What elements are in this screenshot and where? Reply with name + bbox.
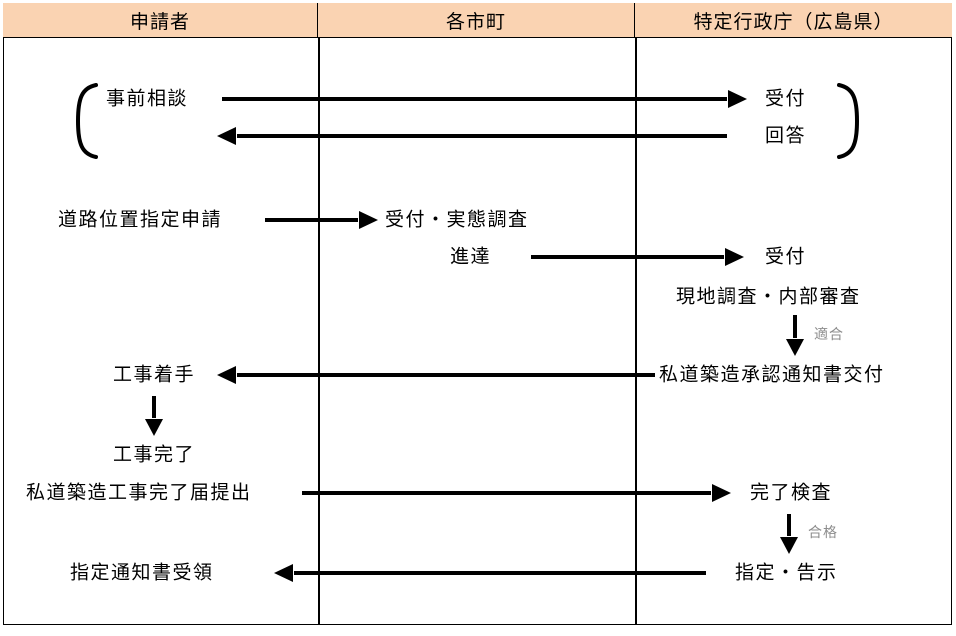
node-designation-announcement: 指定・告示 [735, 561, 838, 584]
arrow-pre-consult-to-reception [222, 90, 747, 108]
node-road-position-request: 道路位置指定申請 [58, 208, 223, 231]
arrow-report-to-inspection [302, 484, 731, 502]
node-completion-report-submit: 私道築造工事完了届提出 [26, 481, 252, 504]
node-site-internal-review: 現地調査・内部審査 [676, 285, 861, 308]
column-divider-1 [318, 38, 320, 625]
node-reception-survey: 受付・実態調査 [385, 208, 529, 231]
arrowhead-right-icon [728, 90, 747, 108]
arrowhead-down-icon [145, 419, 163, 436]
arrowhead-down-icon [780, 537, 798, 554]
column-header-municipality: 各市町 [318, 3, 635, 37]
arrowhead-right-icon [359, 211, 378, 229]
column-header-applicant: 申請者 [3, 3, 318, 37]
arrow-reply-to-applicant [217, 127, 727, 145]
node-reply: 回答 [765, 124, 807, 147]
node-reception-1: 受付 [765, 87, 807, 110]
arrow-inspection-to-designation [780, 514, 798, 554]
label-pass: 合格 [808, 525, 838, 541]
column-header-row: 申請者 各市町 特定行政庁（広島県） [3, 3, 952, 38]
arrow-review-to-approval [786, 315, 804, 356]
node-construction-start: 工事着手 [113, 363, 196, 386]
column-divider-2 [635, 38, 637, 625]
node-approval-notice-issue: 私道築造承認通知書交付 [659, 363, 885, 386]
arrow-approval-to-construction [217, 366, 655, 384]
column-header-administrative-agency: 特定行政庁（広島県） [693, 10, 894, 33]
node-pre-consult: 事前相談 [106, 87, 189, 110]
arrowhead-left-icon [217, 366, 236, 384]
left-bracket-pre-consult [72, 82, 100, 160]
label-conform: 適合 [814, 327, 844, 343]
right-bracket-pre-consult [835, 82, 863, 160]
arrowhead-left-icon [217, 127, 236, 145]
arrowhead-right-icon [725, 248, 744, 266]
arrow-designation-to-applicant [274, 564, 706, 582]
node-receive-designation-notice: 指定通知書受領 [70, 561, 214, 584]
arrow-forward-to-agency [531, 248, 744, 266]
arrowhead-left-icon [274, 564, 293, 582]
arrowhead-right-icon [712, 484, 731, 502]
node-forward: 進達 [450, 245, 492, 268]
node-construction-complete: 工事完了 [113, 443, 196, 466]
node-reception-2: 受付 [765, 245, 807, 268]
arrow-request-to-municipality [265, 211, 378, 229]
node-completion-inspection: 完了検査 [750, 481, 833, 504]
arrow-start-to-complete [145, 396, 163, 436]
arrowhead-down-icon [786, 339, 804, 356]
